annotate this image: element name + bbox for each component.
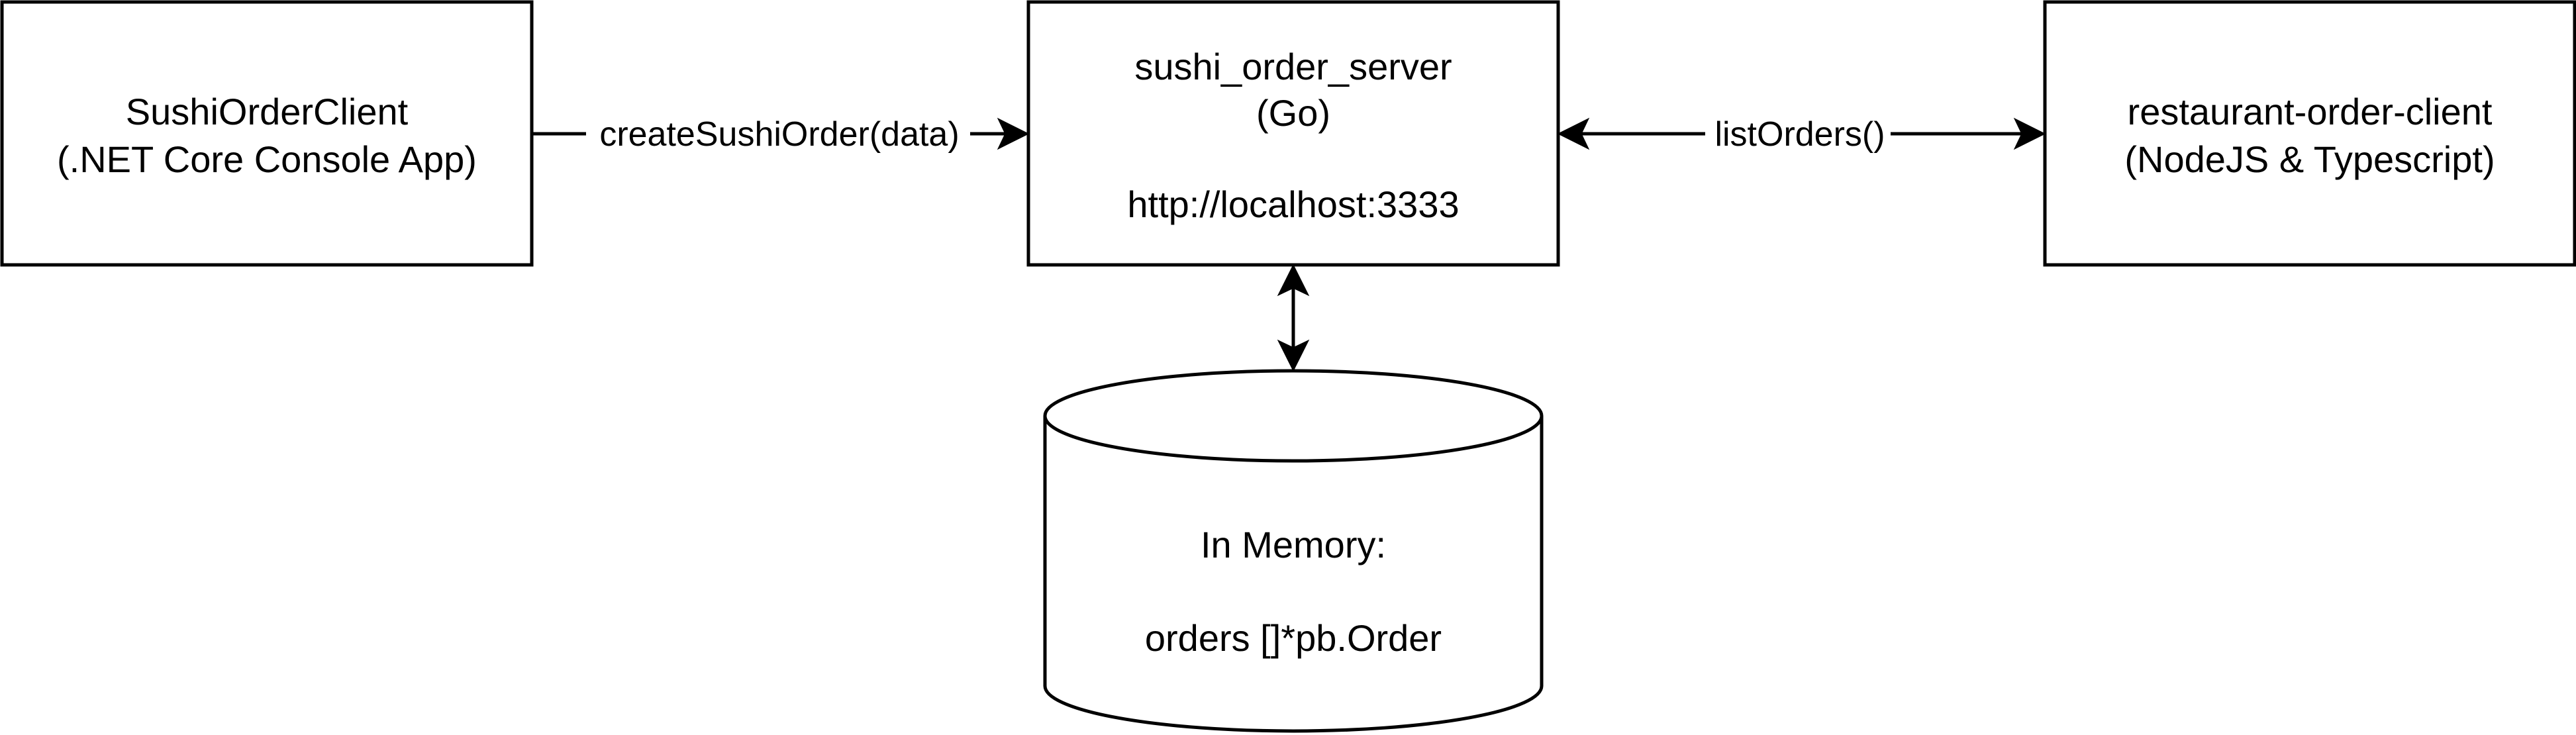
in-memory-store-title: In Memory: xyxy=(1201,524,1386,565)
list-orders-label: listOrders() xyxy=(1714,115,1885,154)
create-sushi-order-label: createSushiOrder(data) xyxy=(599,115,959,154)
list-orders-edge: listOrders() xyxy=(1557,109,2046,158)
sushi-order-client-title: SushiOrderClient xyxy=(126,91,409,132)
server-memory-down-arrowhead xyxy=(1277,339,1310,372)
sushi-order-server-language: (Go) xyxy=(1256,92,1330,134)
create-sushi-order-arrowhead xyxy=(997,117,1030,150)
restaurant-order-client-title: restaurant-order-client xyxy=(2128,91,2493,132)
sushi-order-server-title: sushi_order_server xyxy=(1134,46,1452,87)
restaurant-order-client-subtitle: (NodeJS & Typescript) xyxy=(2124,138,2495,180)
sushi-order-server-url: http://localhost:3333 xyxy=(1127,183,1459,225)
sushi-order-server-node: sushi_order_server (Go) http://localhost… xyxy=(1026,0,1560,267)
create-sushi-order-edge: createSushiOrder(data) xyxy=(532,109,1030,158)
in-memory-store-node: In Memory: orders []*pb.Order xyxy=(1043,369,1544,733)
list-orders-left-arrowhead xyxy=(1557,117,1590,150)
in-memory-store-variable: orders []*pb.Order xyxy=(1145,617,1442,659)
sushi-order-client-node: SushiOrderClient (.NET Core Console App) xyxy=(0,0,534,267)
restaurant-order-client-node: restaurant-order-client (NodeJS & Typesc… xyxy=(2043,0,2576,267)
server-memory-edge xyxy=(1277,264,1310,372)
list-orders-right-arrowhead xyxy=(2013,117,2046,150)
sushi-order-client-subtitle: (.NET Core Console App) xyxy=(57,138,477,180)
server-memory-up-arrowhead xyxy=(1277,264,1310,297)
